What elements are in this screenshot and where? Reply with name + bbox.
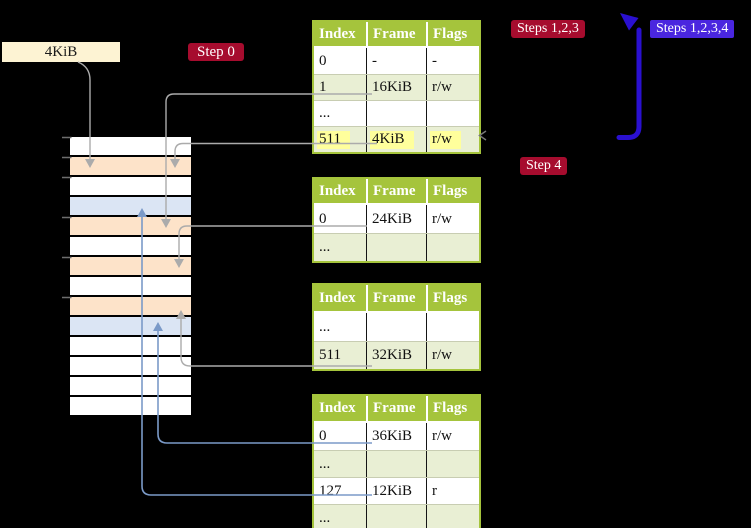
table-row: ... (314, 450, 479, 477)
badge-step-0: Step 0 (188, 43, 244, 61)
memory-frame-row (70, 237, 191, 255)
table-cell (426, 234, 479, 261)
memory-frame-row (70, 137, 191, 155)
column-header: Index (319, 182, 356, 199)
table-cell (366, 101, 426, 126)
table-cell: 12KiB (366, 478, 426, 504)
table-row: ... (314, 313, 479, 341)
column-header: Flags (426, 179, 479, 203)
column-header: Index (319, 400, 356, 416)
frame-size-label: 4KiB (2, 42, 120, 62)
table-cell (426, 313, 479, 341)
memory-frame-row (70, 337, 191, 355)
table-cell (366, 313, 426, 341)
memory-frame-row (70, 397, 191, 415)
table-cell: 1 (319, 79, 327, 95)
table-row: ... (314, 100, 479, 126)
badge-steps-1-2-3: Steps 1,2,3 (511, 20, 585, 38)
table-cell (366, 505, 426, 528)
column-header: Flags (426, 285, 479, 311)
table-cell: ... (319, 455, 331, 472)
memory-frame-row (70, 297, 191, 315)
table-cell: r/w (426, 423, 479, 450)
table-cell (426, 505, 479, 528)
memory-frame-row (70, 317, 191, 335)
memory-frame-row (70, 257, 191, 275)
badge-step-4: Step 4 (520, 157, 568, 175)
table-cell (426, 101, 479, 126)
table-cell: r/w (426, 75, 479, 100)
table-cell: ... (319, 509, 331, 526)
table-cell (366, 234, 426, 261)
table-row: ... (314, 233, 479, 261)
memory-frame-row (70, 197, 191, 215)
table-cell: 16KiB (366, 75, 426, 100)
column-header: Frame (366, 22, 426, 46)
memory-frame-row (70, 277, 191, 295)
column-header: Frame (366, 179, 426, 203)
column-header: Flags (426, 396, 479, 421)
table-cell: ... (319, 239, 331, 255)
column-header: Frame (366, 396, 426, 421)
table-cell (426, 451, 479, 477)
table-cell: r/w (426, 205, 479, 233)
table-cell: 0 (319, 428, 327, 444)
table-cell: 24KiB (366, 205, 426, 233)
memory-frame-row (70, 177, 191, 195)
table-row: 0 -- (314, 48, 479, 74)
memory-frame-row (70, 377, 191, 395)
memory-frame-row (70, 357, 191, 375)
table-cell: 511 (319, 347, 341, 363)
table-cell: 4KiB (366, 127, 426, 152)
table-cell: r/w (426, 342, 479, 369)
table-cell: - (426, 48, 479, 74)
table-cell: 0 (319, 52, 327, 69)
badge-steps-1-2-3-4: Steps 1,2,3,4 (650, 20, 735, 38)
column-header: Index (319, 289, 356, 306)
table-cell: 36KiB (366, 423, 426, 450)
table-row: ... (314, 504, 479, 528)
column-header: Flags (426, 22, 479, 46)
table-cell: ... (319, 105, 331, 121)
table-cell: 32KiB (366, 342, 426, 369)
table-cell: 511 (314, 127, 366, 152)
table-cell: r/w (426, 127, 479, 152)
table-cell: ... (319, 318, 331, 335)
table-cell: - (366, 48, 426, 74)
table-cell: 0 (319, 210, 327, 227)
table-cell: r (426, 478, 479, 504)
physical-memory-column (70, 137, 191, 415)
table-cell (366, 451, 426, 477)
table-cell: 127 (319, 482, 342, 499)
recursive-loop-arrow (616, 13, 642, 140)
memory-frame-row (70, 217, 191, 235)
column-header: Frame (366, 285, 426, 311)
column-header: Index (319, 25, 356, 42)
memory-frame-row (70, 157, 191, 175)
